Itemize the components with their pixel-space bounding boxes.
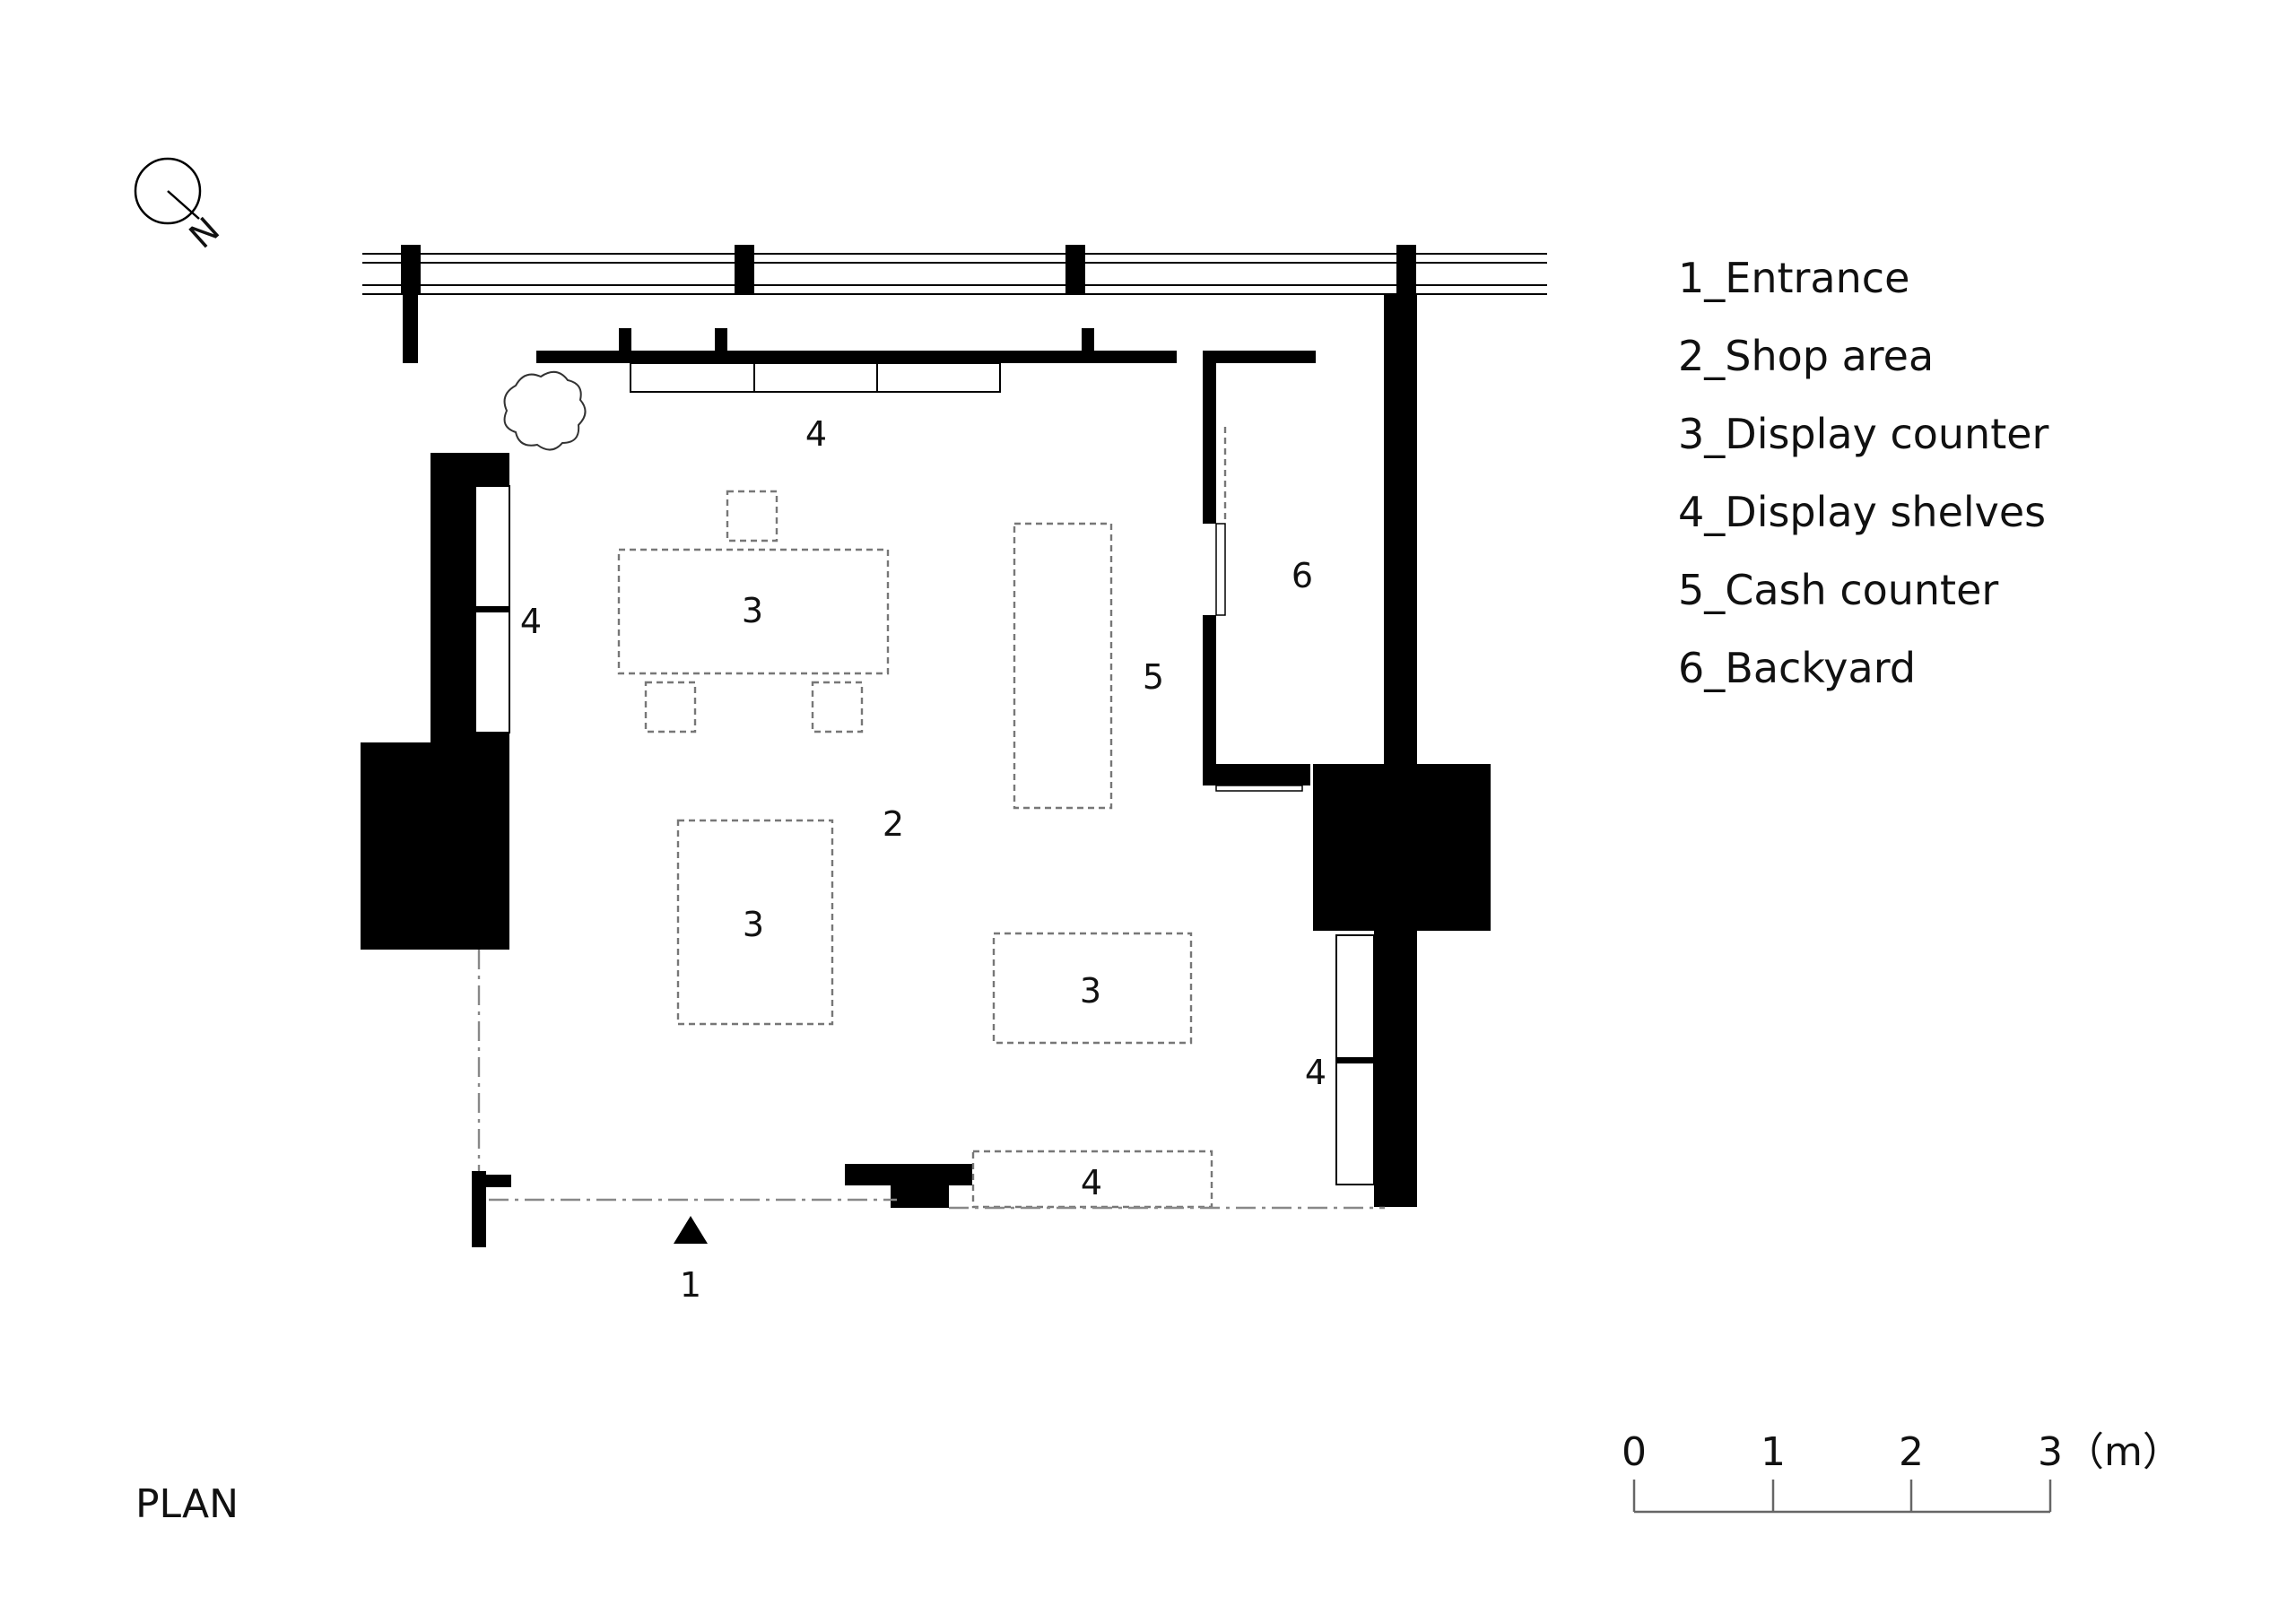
label-shelves-bottom: 4 xyxy=(1081,1163,1102,1202)
scale-tick-label: 1 xyxy=(1761,1429,1786,1475)
exterior-facade xyxy=(362,245,1547,295)
scale-unit: （m） xyxy=(2065,1429,2182,1475)
shelf-outlines xyxy=(474,362,1375,1185)
label-display-counter-a: 3 xyxy=(742,591,763,630)
legend-item: 5_Cash counter xyxy=(1678,566,1998,614)
entrance-line xyxy=(477,950,1385,1210)
legend-item: 3_Display counter xyxy=(1678,410,2049,458)
legend-item: 6_Backyard xyxy=(1678,644,1916,692)
entrance-arrow-icon xyxy=(674,1216,708,1244)
label-shop-area: 2 xyxy=(883,804,904,844)
legend: 1_Entrance 2_Shop area 3_Display counter… xyxy=(1678,254,2049,692)
label-display-counter-b: 3 xyxy=(743,905,764,944)
scale-tick-label: 2 xyxy=(1899,1429,1924,1475)
scale-bar: 0 1 2 3 （m） xyxy=(1622,1429,2182,1514)
label-shelves-top: 4 xyxy=(805,414,827,454)
legend-item: 4_Display shelves xyxy=(1678,488,2046,536)
plan-title: PLAN xyxy=(135,1481,239,1527)
legend-item: 2_Shop area xyxy=(1678,332,1934,380)
label-backyard: 6 xyxy=(1292,556,1313,595)
label-shelves-right: 4 xyxy=(1305,1053,1326,1092)
label-shelves-left: 4 xyxy=(520,602,542,641)
walls xyxy=(361,287,1491,1247)
furniture xyxy=(617,427,1227,1209)
north-arrow: N xyxy=(134,157,227,256)
tree-icon xyxy=(503,370,587,451)
legend-item: 1_Entrance xyxy=(1678,254,1909,302)
room-labels: 1 2 3 3 3 4 4 4 4 5 6 xyxy=(520,414,1326,1305)
scale-tick-label: 3 xyxy=(2038,1429,2063,1475)
label-entrance: 1 xyxy=(680,1265,701,1305)
label-cash-counter: 5 xyxy=(1143,657,1164,697)
label-display-counter-c: 3 xyxy=(1080,971,1101,1011)
scale-tick-label: 0 xyxy=(1622,1429,1647,1475)
